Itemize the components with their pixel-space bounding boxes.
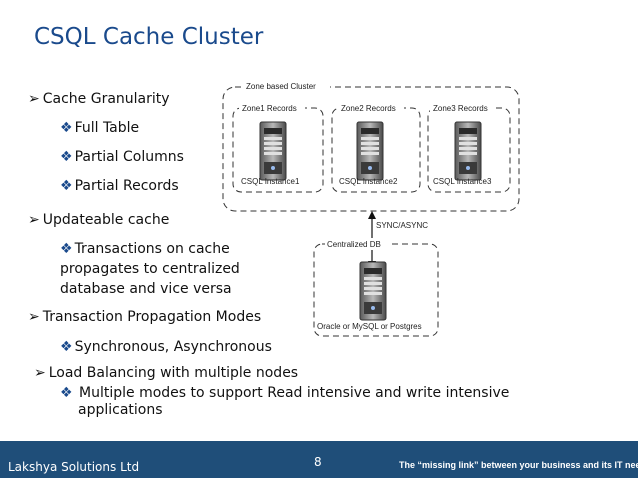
subbullet-transactions-3: database and vice versa	[60, 281, 232, 297]
subbullet-partial-records: ❖Partial Records	[60, 178, 179, 194]
server-icon	[356, 121, 384, 181]
zone3-label: Zone3 Records	[433, 104, 488, 113]
cluster-diagram: Zone based Cluster Zone1 Records Zone2 R…	[222, 80, 520, 337]
diamond-bullet-icon: ❖	[60, 120, 73, 136]
diamond-bullet-icon: ❖	[60, 339, 73, 355]
instance2-label: CSQL Instance2	[339, 177, 398, 186]
subbullet-transactions-1: ❖Transactions on cache	[60, 241, 230, 257]
bullet-list: ➢Cache Granularity ❖Full Table ❖Partial …	[28, 91, 510, 418]
footer-tagline: The “missing link” between your business…	[399, 460, 638, 470]
subbullet-full-table: ❖Full Table	[60, 120, 140, 136]
arrow-bullet-icon: ➢	[28, 212, 40, 228]
subbullet-multiple-modes-1: ❖ Multiple modes to support Read intensi…	[60, 385, 510, 401]
diamond-bullet-icon: ❖	[60, 241, 73, 257]
central-db-label: Centralized DB	[327, 240, 381, 249]
footer-company: Lakshya Solutions Ltd	[8, 460, 140, 474]
subbullet-partial-columns: ❖Partial Columns	[60, 149, 184, 165]
diamond-bullet-icon: ❖	[60, 149, 73, 165]
zone1-label: Zone1 Records	[242, 104, 297, 113]
bullet-transaction-propagation: ➢Transaction Propagation Modes	[28, 309, 262, 325]
diamond-bullet-icon: ❖	[60, 385, 73, 401]
instance1-label: CSQL Instance1	[241, 177, 300, 186]
server-icon	[454, 121, 482, 181]
footer-bar: Lakshya Solutions Ltd 8 The “missing lin…	[0, 441, 638, 478]
zone1-box	[232, 107, 324, 193]
db-label: Oracle or MySQL or Postgres	[317, 322, 422, 331]
page-number: 8	[314, 455, 322, 469]
sync-label: SYNC/ASYNC	[376, 221, 428, 230]
bullet-cache-granularity: ➢Cache Granularity	[28, 91, 170, 107]
subbullet-multiple-modes-2: applications	[78, 402, 163, 418]
slide-title: CSQL Cache Cluster	[34, 24, 264, 50]
subbullet-sync-async: ❖Synchronous, Asynchronous	[60, 339, 272, 355]
database-server-icon	[359, 261, 387, 321]
bullet-updateable-cache: ➢Updateable cache	[28, 212, 170, 228]
subbullet-transactions-2: propagates to centralized	[60, 261, 240, 277]
arrow-bullet-icon: ➢	[28, 309, 40, 325]
cluster-label: Zone based Cluster	[246, 82, 316, 91]
arrow-up-icon	[368, 211, 376, 219]
diamond-bullet-icon: ❖	[60, 178, 73, 194]
arrow-bullet-icon: ➢	[28, 91, 40, 107]
bullet-load-balancing: ➢Load Balancing with multiple nodes	[34, 365, 299, 381]
server-icon	[259, 121, 287, 181]
zone2-label: Zone2 Records	[341, 104, 396, 113]
instance3-label: CSQL Instance3	[433, 177, 492, 186]
cluster-box	[222, 86, 520, 212]
arrow-bullet-icon: ➢	[34, 365, 46, 381]
